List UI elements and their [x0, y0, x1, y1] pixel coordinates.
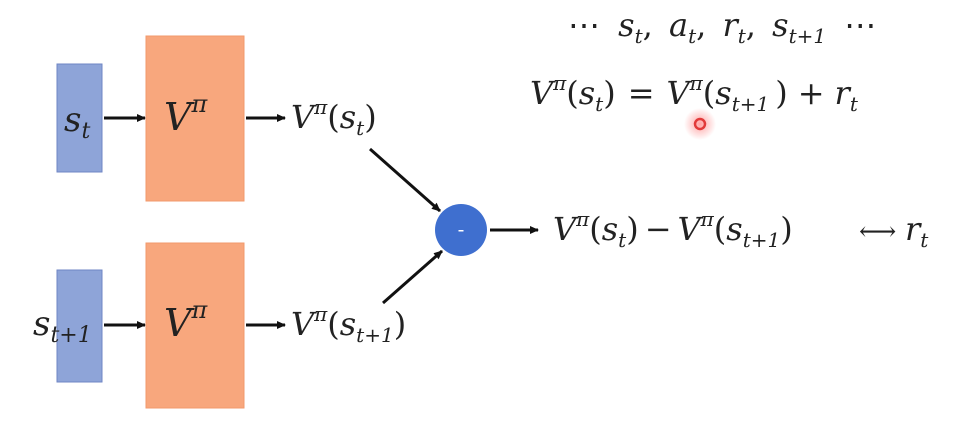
input-label-st: st: [64, 100, 90, 144]
laser-pointer-cursor: [684, 108, 716, 140]
minus-node: [435, 204, 487, 256]
difference-expression: Vπ(st)−Vπ(st+1): [553, 207, 793, 252]
input-box-st: [56, 63, 103, 173]
input-box-st1: [56, 269, 103, 383]
network-box-top: [145, 35, 245, 202]
network-box-bottom: [145, 242, 245, 409]
output-label-bottom: Vπ(st+1): [291, 302, 406, 347]
minus-node-label: -: [458, 217, 465, 241]
trajectory-sequence: ⋯ st, at, rt, st+1 ⋯: [568, 6, 876, 51]
network-label-top: Vπ: [164, 90, 208, 139]
difference-target: rt: [905, 210, 929, 252]
output-label-top: Vπ(st): [291, 95, 377, 140]
input-label-st1: st+1: [33, 304, 92, 348]
difference-arrow: ⟷: [859, 217, 896, 247]
arrow-top-output-to-minus: [369, 147, 441, 213]
arrow-bottom-output-to-minus: [382, 249, 443, 305]
network-label-bottom: Vπ: [164, 296, 208, 345]
bellman-equation: Vπ(st)=Vπ(st+1)+rt: [530, 71, 859, 116]
